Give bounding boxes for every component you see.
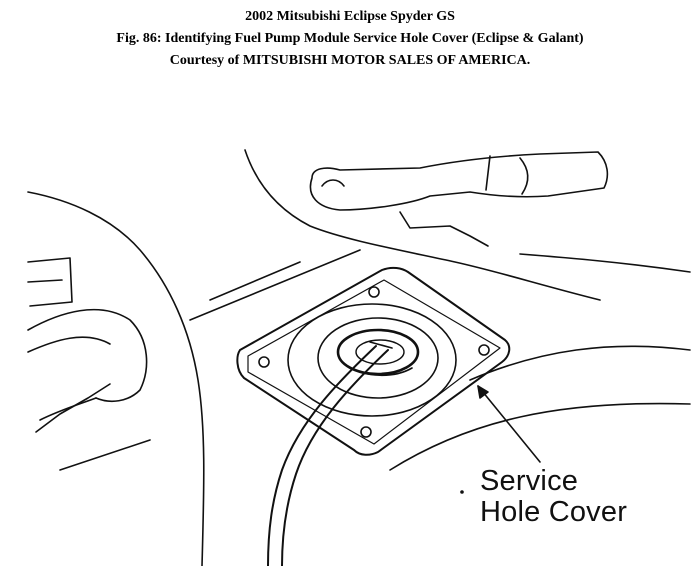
buckle-strap bbox=[399, 211, 489, 247]
seat-cushion-left bbox=[27, 308, 148, 403]
courtesy-line: Courtesy of MITSUBISHI MOTOR SALES OF AM… bbox=[169, 53, 531, 68]
service-hole-cover-label: Service Hole Cover bbox=[480, 466, 627, 528]
figure-caption: Fig. 86: Identifying Fuel Pump Module Se… bbox=[116, 31, 584, 46]
cover-bolt bbox=[258, 356, 270, 368]
cover-ring-outer bbox=[287, 303, 457, 417]
seat-buckle bbox=[309, 151, 609, 211]
seat-frame-left bbox=[27, 257, 73, 307]
floor-contour-right bbox=[519, 253, 691, 273]
floor-crease-1 bbox=[189, 249, 361, 321]
seat-cushion-left-2 bbox=[27, 336, 111, 353]
cover-bolt bbox=[368, 286, 380, 298]
cover-ring-inner bbox=[317, 317, 439, 399]
buckle-detail-3 bbox=[519, 157, 529, 195]
floor-crease-3 bbox=[59, 439, 151, 471]
callout-leader bbox=[477, 385, 541, 463]
harness-tip bbox=[369, 341, 393, 349]
grommet-inner bbox=[355, 339, 405, 365]
harness-line-2 bbox=[281, 349, 389, 566]
callout-line-1: Service bbox=[480, 465, 579, 497]
cover-plate bbox=[236, 266, 511, 456]
callout-line-2: Hole Cover bbox=[480, 496, 628, 528]
callout-arrowhead bbox=[477, 385, 489, 399]
seat-cushion-left-4 bbox=[35, 383, 111, 433]
harness-line-1 bbox=[267, 345, 377, 566]
buckle-detail-1 bbox=[321, 179, 345, 187]
seat-cushion-left-3 bbox=[39, 397, 97, 421]
floor-contour-left bbox=[27, 191, 205, 566]
floor-edge-right-2 bbox=[389, 402, 691, 471]
floor-crease-2 bbox=[209, 261, 301, 301]
vehicle-title: 2002 Mitsubishi Eclipse Spyder GS bbox=[245, 9, 455, 24]
cover-bolt bbox=[478, 344, 490, 356]
floor-contour-upper bbox=[244, 149, 601, 301]
buckle-detail-2 bbox=[485, 155, 491, 191]
grommet-outer bbox=[336, 328, 420, 376]
ink-speck bbox=[460, 490, 464, 494]
figure-header: 2002 Mitsubishi Eclipse Spyder GS Fig. 8… bbox=[0, 6, 700, 72]
cover-bolt bbox=[360, 426, 372, 438]
floor-edge-right bbox=[469, 345, 691, 381]
seat-frame-left-inner bbox=[27, 279, 63, 283]
